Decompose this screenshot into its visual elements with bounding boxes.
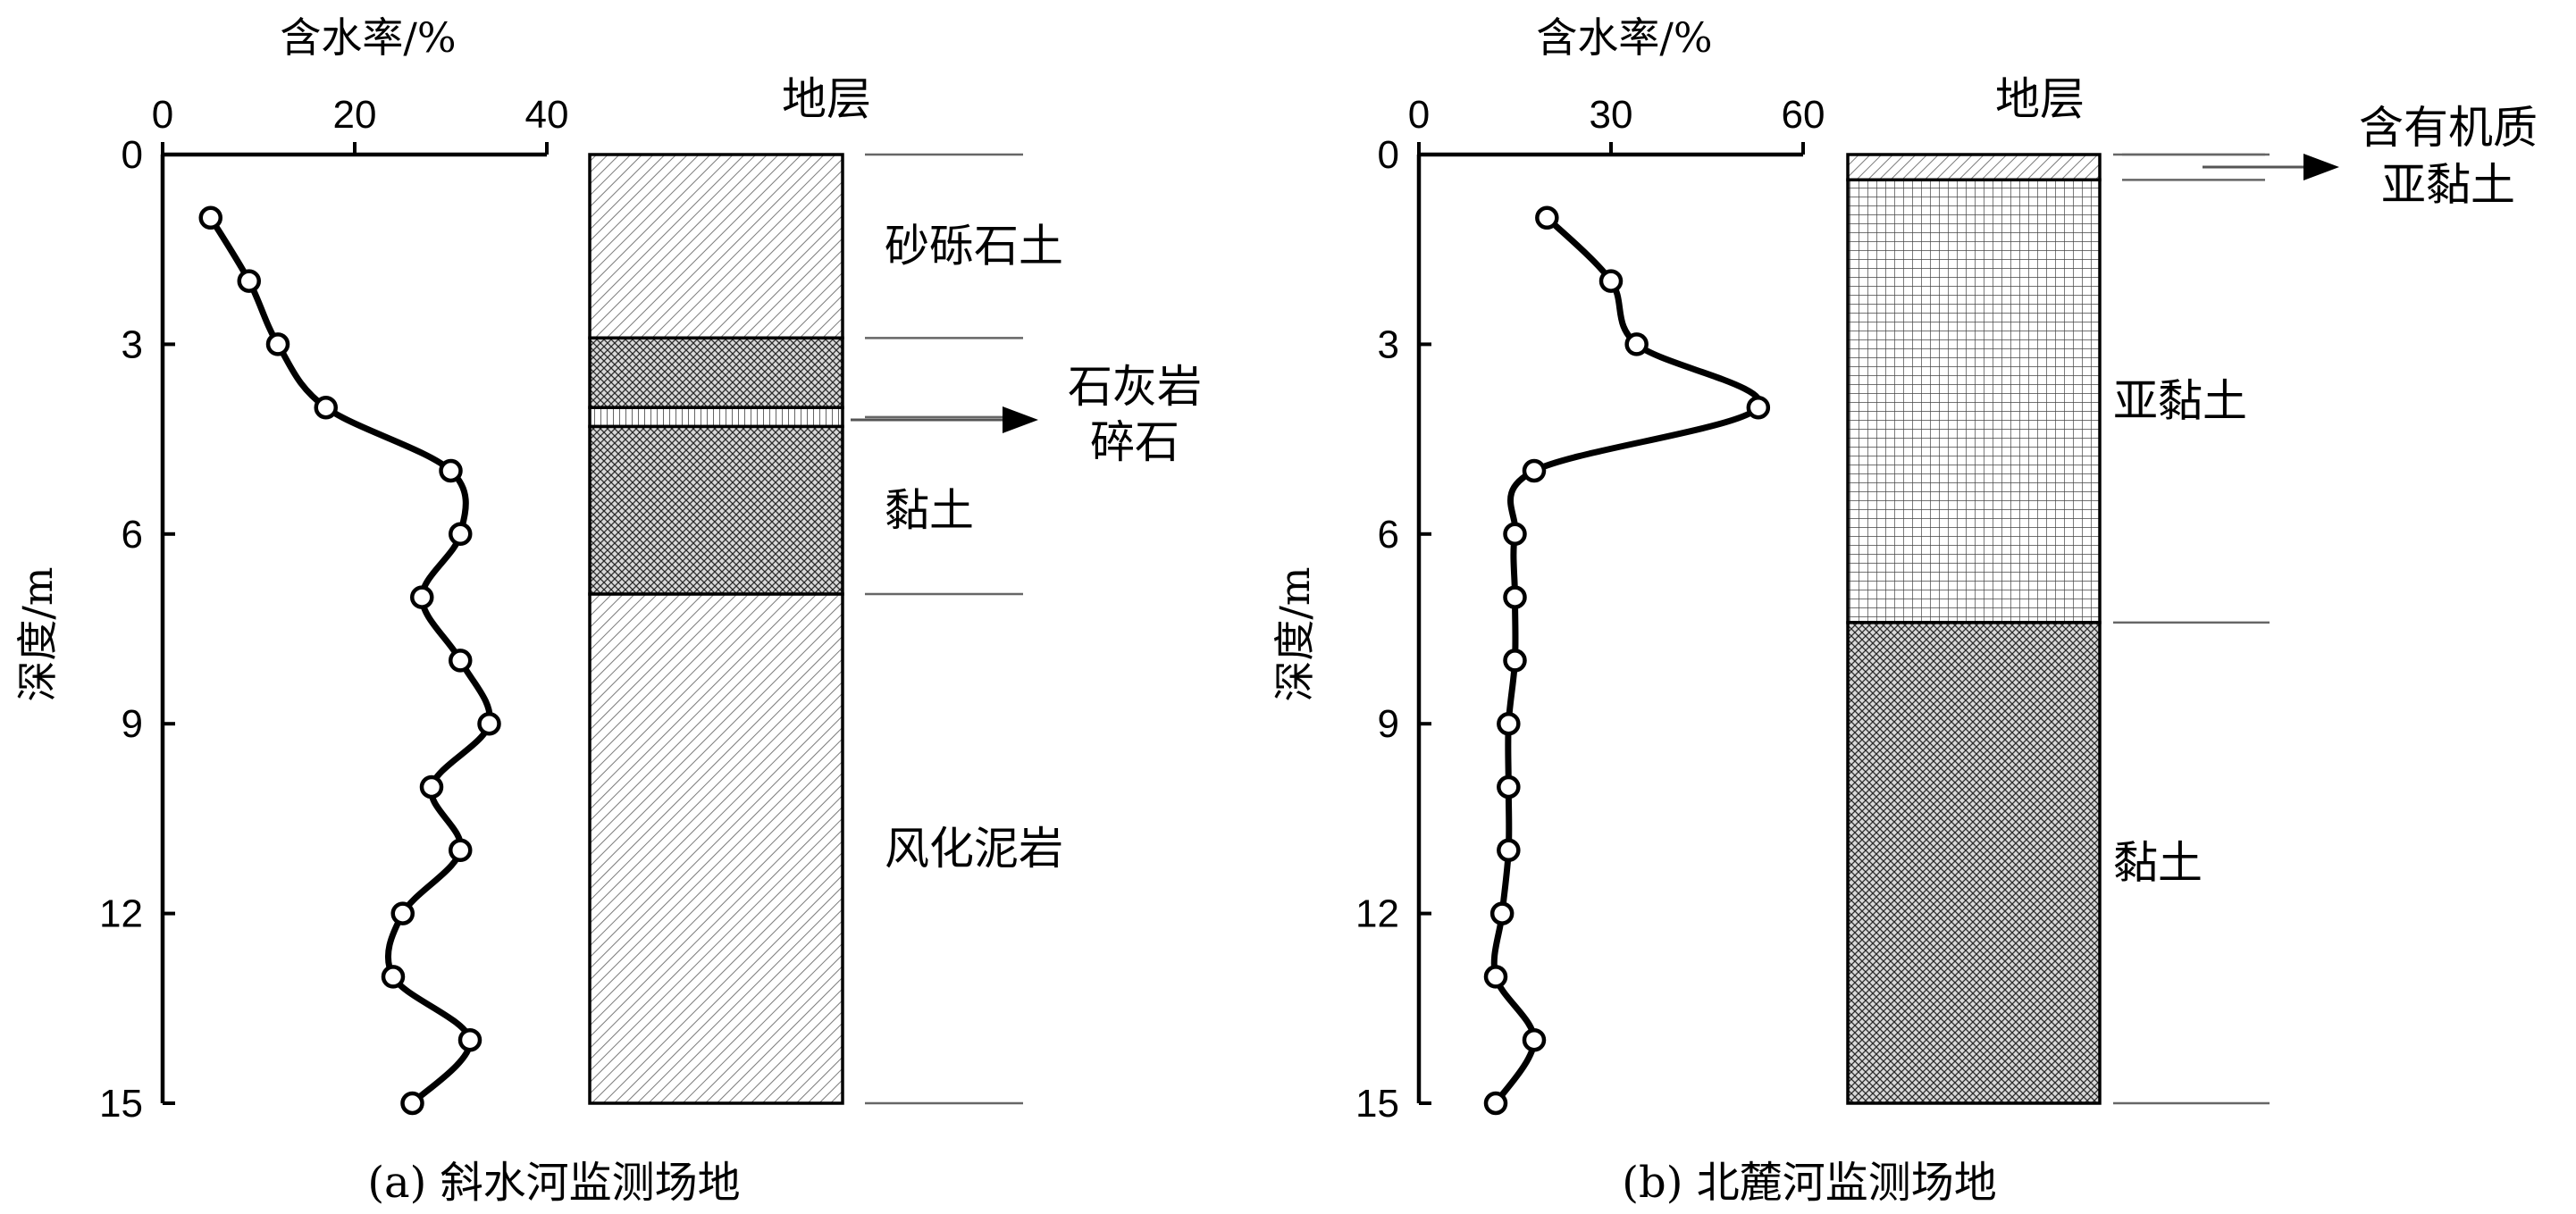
y-tick-label: 3	[1378, 322, 1399, 366]
data-point	[1497, 711, 1521, 736]
stratum-layer	[588, 153, 844, 340]
x-tick-label: 60	[1782, 93, 1825, 137]
data-point	[1535, 205, 1559, 230]
x-tick-label: 30	[1590, 93, 1633, 137]
y-tick-label: 0	[122, 133, 143, 177]
stratum-label: 亚黏土	[2113, 375, 2247, 427]
stratum-layer	[588, 424, 844, 596]
y-tick-label: 9	[122, 702, 143, 746]
y-tick-label: 6	[1378, 513, 1399, 557]
strata-title: 地层	[1995, 73, 2085, 125]
y-ticks: 0 3 6 9 12 15	[99, 133, 175, 1126]
x-tick-label: 0	[1408, 93, 1430, 137]
data-point	[390, 901, 415, 925]
data-point	[449, 649, 473, 673]
strata-column	[1846, 153, 2102, 1105]
x-axis-title: 含水率/%	[280, 13, 456, 62]
stratum-layer	[588, 336, 844, 409]
y-tick-label: 15	[1355, 1082, 1399, 1126]
data-point	[449, 838, 473, 863]
data-point	[1483, 965, 1508, 989]
data-point	[1503, 522, 1527, 547]
stratum-label: 风化泥岩	[885, 823, 1063, 875]
callout-line-2: 亚黏土	[2381, 159, 2515, 211]
data-point	[1522, 458, 1547, 483]
y-tick-label: 12	[99, 892, 143, 936]
data-point	[457, 1027, 482, 1052]
callout-arrow-head	[2303, 154, 2339, 180]
y-tick-label: 15	[99, 1082, 143, 1126]
caption: (a) 斜水河监测场地	[367, 1158, 740, 1208]
callout-line-2: 碎石	[1090, 416, 1179, 468]
data-point	[1522, 1027, 1547, 1052]
data-point	[419, 774, 444, 800]
x-tick-label: 0	[152, 93, 173, 137]
moisture-points	[198, 205, 501, 1116]
strata-markers	[2113, 153, 2270, 1105]
y-tick-label: 3	[122, 322, 143, 366]
data-point	[439, 458, 463, 483]
data-point	[1746, 395, 1771, 420]
x-ticks: 0 20 40	[152, 93, 569, 155]
data-point	[477, 711, 501, 736]
moisture-points	[1483, 205, 1771, 1116]
data-point	[198, 205, 222, 230]
stratum-layer	[588, 406, 844, 429]
data-point	[314, 395, 338, 420]
data-point	[1598, 269, 1624, 293]
y-tick-label: 0	[1378, 133, 1399, 177]
caption: (b) 北麓河监测场地	[1622, 1158, 1996, 1208]
data-point	[449, 522, 473, 547]
data-point	[237, 269, 261, 293]
stratum-layer	[1846, 178, 2102, 624]
stratum-label: 黏土	[885, 484, 974, 536]
data-point	[1503, 649, 1527, 673]
data-point	[400, 1091, 424, 1116]
data-point	[1497, 838, 1521, 863]
y-axis-title: 深度/m	[1271, 566, 1319, 701]
y-axis-title: 深度/m	[13, 566, 62, 701]
stratum-layer	[588, 592, 844, 1105]
data-point	[410, 585, 434, 609]
stratum-layer	[1846, 621, 2102, 1105]
data-point	[1624, 332, 1649, 356]
x-tick-label: 40	[525, 93, 569, 137]
moisture-curve	[207, 214, 493, 1107]
x-ticks: 0 30 60	[1408, 93, 1825, 155]
stratum-layer	[1846, 153, 2102, 182]
data-point	[1483, 1091, 1508, 1116]
stratum-label: 砂砾石土	[885, 221, 1063, 272]
x-tick-label: 20	[333, 93, 377, 137]
data-point	[1489, 901, 1515, 925]
strata-column	[588, 153, 844, 1105]
y-tick-label: 9	[1378, 702, 1399, 746]
callout-line-1: 石灰岩	[1068, 361, 1202, 413]
data-point	[1503, 585, 1527, 609]
data-point	[1497, 774, 1521, 800]
callout: 石灰岩 碎石	[851, 361, 1202, 468]
callout: 含有机质 亚黏土	[2203, 102, 2538, 211]
data-point	[381, 965, 406, 989]
data-point	[265, 332, 290, 356]
callout-line-1: 含有机质	[2359, 102, 2538, 154]
strata-title: 地层	[782, 73, 871, 125]
stratum-label: 黏土	[2113, 837, 2203, 889]
x-axis-title: 含水率/%	[1536, 13, 1712, 62]
strata-markers	[865, 153, 1023, 1105]
callout-arrow-head	[1003, 406, 1038, 433]
y-tick-label: 6	[122, 513, 143, 557]
y-tick-label: 12	[1355, 892, 1399, 936]
